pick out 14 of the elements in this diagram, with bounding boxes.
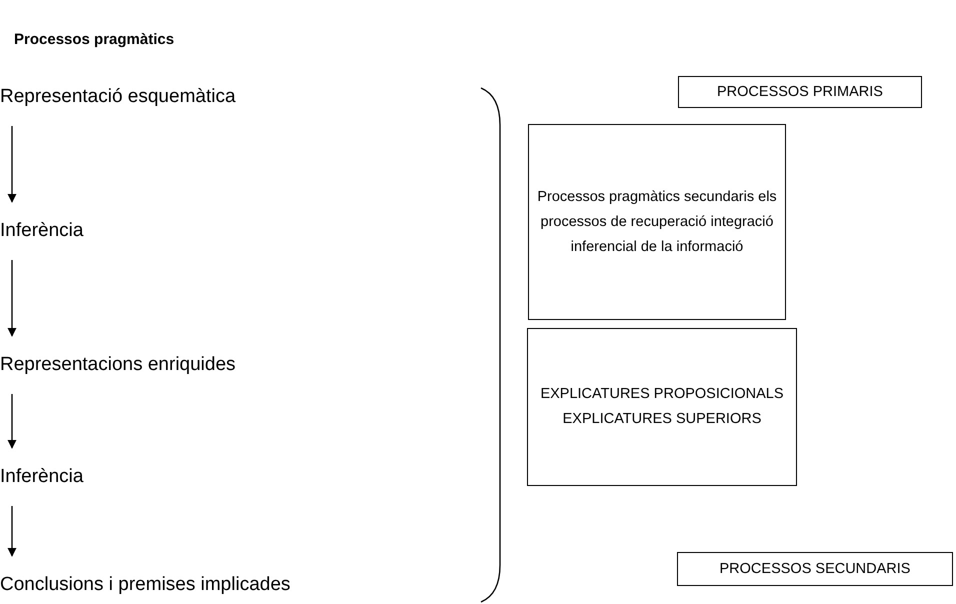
step-text: Inferència <box>0 466 84 494</box>
arrow <box>7 260 17 337</box>
step-text: Inferència <box>0 220 84 248</box>
step-text: Representació esquemàtica <box>0 86 236 114</box>
arrow <box>7 394 17 449</box>
step-text: Representacions enriquides <box>0 354 236 382</box>
text-box: EXPLICATURES PROPOSICIONALS EXPLICATURES SUPERIORS <box>527 328 797 486</box>
text-box: Processos pragmàtics secundaris els processos de recuperació integració inferencial de la informació <box>528 124 786 320</box>
step-text: Conclusions i premises implicades <box>0 574 290 602</box>
text-box: PROCESSOS PRIMARIS <box>678 76 922 108</box>
arrow <box>7 506 17 557</box>
text-box: PROCESSOS SECUNDARIS <box>677 552 953 586</box>
arrow <box>7 126 17 203</box>
title: Processos pragmàtics <box>14 31 174 48</box>
